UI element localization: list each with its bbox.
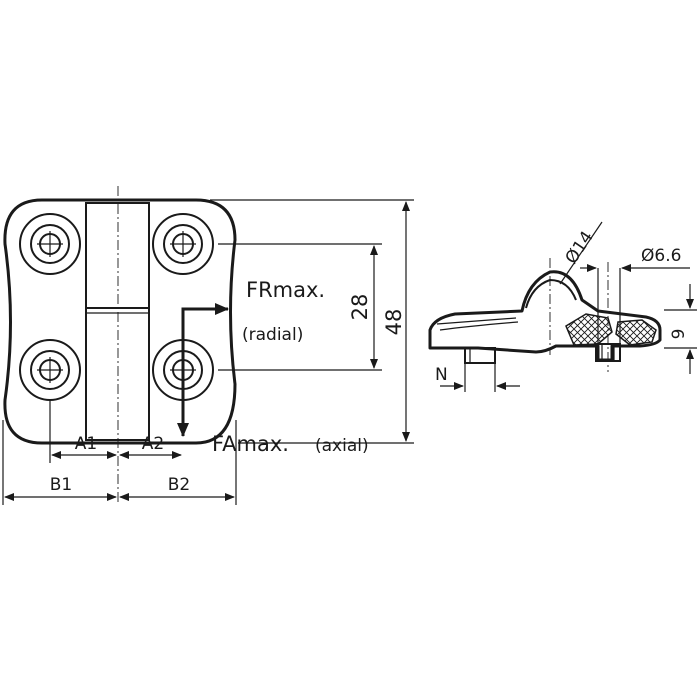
fa-max-label: FAmax. xyxy=(212,432,289,456)
fr-max-label: FRmax. xyxy=(246,278,325,302)
dim-dia-6-6-label: Ø6.6 xyxy=(641,246,681,266)
hinge-outline xyxy=(3,198,237,445)
front-view: 48 28 A1 A2 B1 B2 FRmax. (radial) FAmax.… xyxy=(2,186,414,505)
radial-force-arrow xyxy=(181,303,229,428)
dim-9-label: 9 xyxy=(669,329,689,340)
dim-n-label: N xyxy=(435,365,448,385)
axial-label: (axial) xyxy=(315,436,369,456)
mounting-hole-bottom-left xyxy=(19,339,81,401)
dim-a2-label: A2 xyxy=(142,434,164,454)
knuckle-outline xyxy=(85,202,150,441)
side-body-outline xyxy=(428,270,662,362)
dim-dia-14-label: Ø14 xyxy=(562,228,598,268)
side-hatched-section xyxy=(565,313,613,346)
dim-a1-label: A1 xyxy=(75,434,97,454)
radial-label: (radial) xyxy=(242,325,303,345)
side-view: Ø14 Ø6.6 9 N xyxy=(428,221,697,392)
side-pin xyxy=(464,347,496,364)
mounting-hole-top-left xyxy=(19,213,81,275)
dim-b1-label: B1 xyxy=(50,475,72,495)
dim-28-label: 28 xyxy=(348,294,372,321)
mounting-hole-top-right xyxy=(152,213,214,275)
dim-48-label: 48 xyxy=(382,309,406,336)
dim-b2-label: B2 xyxy=(168,475,190,495)
